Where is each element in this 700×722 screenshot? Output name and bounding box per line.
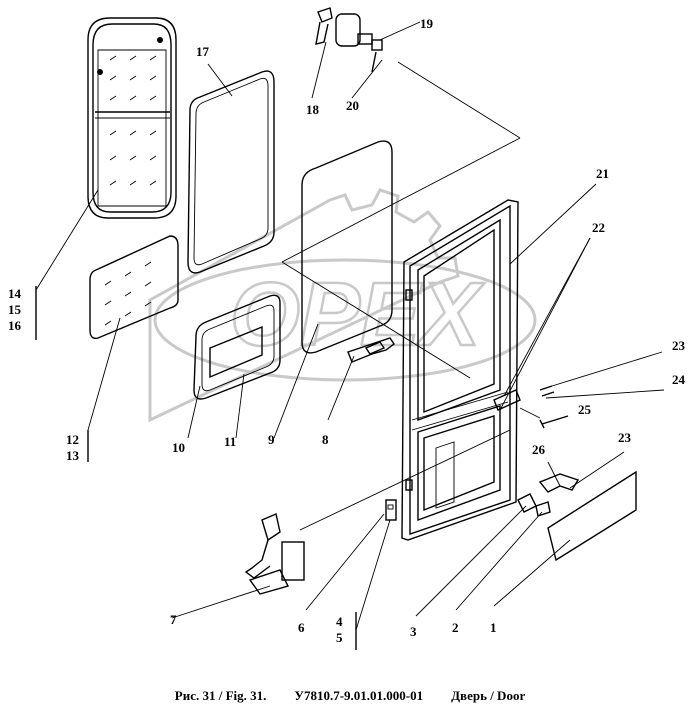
leader-lines	[35, 21, 665, 631]
callout-9: 9	[268, 432, 275, 447]
callout-3: 3	[410, 624, 417, 639]
part-seal	[187, 70, 275, 274]
part-door-frame	[401, 199, 521, 541]
part-window-assembly	[87, 17, 177, 219]
callout-20: 20	[346, 98, 359, 113]
callout-21: 21	[596, 166, 609, 181]
callout-1: 1	[490, 620, 497, 635]
callout-23-upper: 23	[672, 338, 686, 353]
callout-2: 2	[452, 620, 459, 635]
callout-17: 17	[196, 44, 210, 59]
watermark-swoosh	[153, 258, 537, 382]
callout-26: 26	[532, 442, 546, 457]
callout-6: 6	[298, 620, 305, 635]
callout-25: 25	[578, 402, 592, 417]
part-upper-glass	[301, 140, 393, 354]
callout-24: 24	[672, 372, 686, 387]
callout-19: 19	[420, 16, 434, 31]
callout-11: 11	[224, 434, 236, 449]
watermark-text: OPEX	[230, 265, 485, 365]
part-handle-mechanism	[244, 513, 305, 595]
part-small-frame	[193, 294, 281, 400]
part-fasteners	[539, 385, 569, 429]
callout-18: 18	[306, 102, 320, 117]
caption-title: Дверь / Door	[451, 688, 526, 703]
callout-7: 7	[170, 612, 177, 627]
figure-caption: Рис. 31 / Fig. 31. У7810.7-9.01.01.000-01…	[0, 688, 700, 704]
caption-drawing-code: У7810.7-9.01.01.000-01	[294, 688, 424, 703]
part-outer-handle	[517, 470, 637, 562]
part-lock	[315, 7, 383, 73]
callout-8: 8	[322, 432, 329, 447]
caption-figure-number: Рис. 31 / Fig. 31.	[174, 688, 267, 703]
part-latch	[385, 499, 397, 521]
callout-bars	[35, 286, 357, 650]
part-small-glass	[89, 235, 179, 340]
callout-22: 22	[592, 220, 605, 235]
callout-10: 10	[172, 440, 185, 455]
callout-23-lower: 23	[618, 430, 632, 445]
